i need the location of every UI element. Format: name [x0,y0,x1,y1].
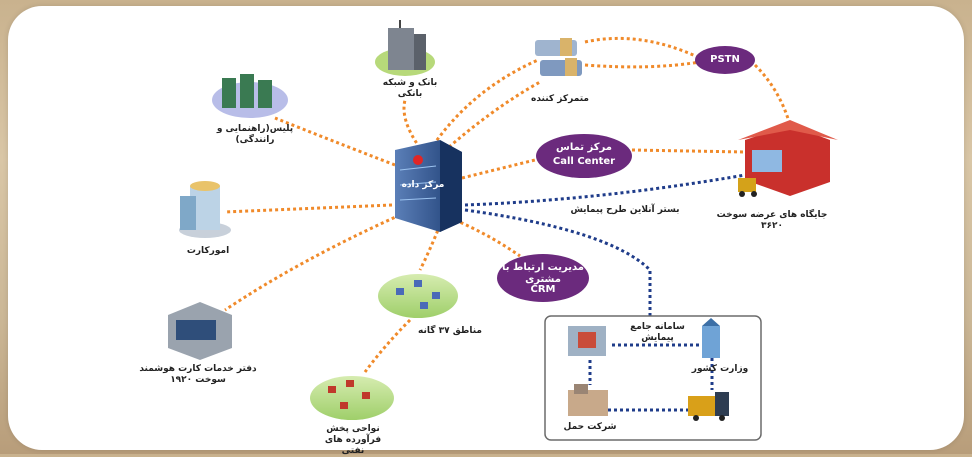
link-regions-distribution [363,318,412,373]
crm-fa-label: مدیریت ارتباط با مشتری [502,262,584,285]
survey-system-box [544,315,762,441]
aggregator-icon [535,38,582,76]
aggregator-label: متمرکز کننده [531,94,589,104]
link-center-police [274,116,396,167]
link-center-office [224,213,401,312]
link-center-station [464,173,746,207]
card-issuer-label: امورکارت [186,246,230,256]
card-issuer-icon [179,181,231,238]
call-center-fa-label: مرکز تماس [556,142,612,153]
online-platform-label: بستر آنلاین طرح پیمایش [570,205,680,215]
crm-en-label: CRM [530,284,556,295]
link-center-aggregator-2 [438,80,541,157]
link-callcenter-station [631,148,746,154]
truck-icon [688,392,729,421]
link-center-aggregator-1 [428,58,539,151]
link-center-crm [454,218,521,258]
data-center-label: مرکز داده [401,180,445,190]
police-icon [212,74,288,118]
survey-system-label: سامانه جامع پیمایش [630,322,685,343]
police-label: پلیس(راهنمایی و رانندگی) [216,124,294,145]
link-aggregator-pstn-2 [584,60,701,69]
smart-card-office-label: دفتر خدمات کارت هوشمند سوخت ۱۹۲۰ [139,364,257,385]
interior-ministry-label: وزارت کشور [691,364,749,374]
regions-label: مناطق ۳۷ گانه [418,326,482,336]
distribution-label: نواحی پخش فرآورده های نفتی [324,424,382,456]
transport-company-label: شرکت حمل [563,422,617,432]
fuel-station-icon [738,120,838,197]
link-center-card [224,203,393,214]
call-center-en-label: Call Center [552,156,616,167]
pstn-cloud [695,46,755,74]
link-center-regions [418,224,442,271]
bank-icon [375,20,435,76]
interior-ministry-icon [702,318,720,358]
link-center-bank [402,99,422,149]
bank-label: بانک و شبکه بانکی [382,78,438,99]
distribution-icon [310,376,394,420]
link-center-survey [464,208,652,318]
blue-links [464,173,746,412]
orange-links [224,36,792,373]
transport-company-icon [568,384,608,416]
fuel-station-label: جایگاه های عرضه سوخت ۳۶۲۰ [716,210,828,231]
diagram-panel [8,6,964,450]
link-center-callcenter [461,158,536,180]
call-center-cloud [536,134,632,178]
pstn-label: PSTN [710,54,740,65]
regions-icon [378,274,458,318]
link-pstn-station [753,63,792,126]
survey-system-icon [568,326,606,356]
data-center-icon [395,140,462,232]
link-aggregator-pstn-1 [584,36,701,60]
crm-cloud [497,254,589,302]
smart-card-office-icon [168,302,232,360]
